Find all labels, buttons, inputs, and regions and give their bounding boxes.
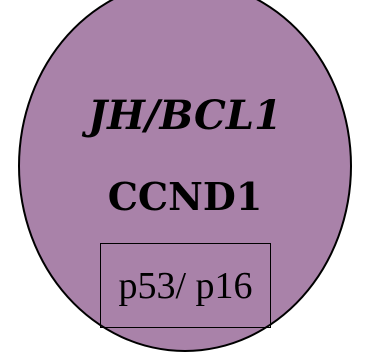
boxed-region: p53/ p16 [100, 243, 271, 328]
gene-label: JH/BCL1 [88, 92, 282, 139]
boxed-label: p53/ p16 [118, 264, 253, 307]
protein-label: CCND1 [107, 174, 263, 219]
pink-circle [18, 0, 352, 352]
